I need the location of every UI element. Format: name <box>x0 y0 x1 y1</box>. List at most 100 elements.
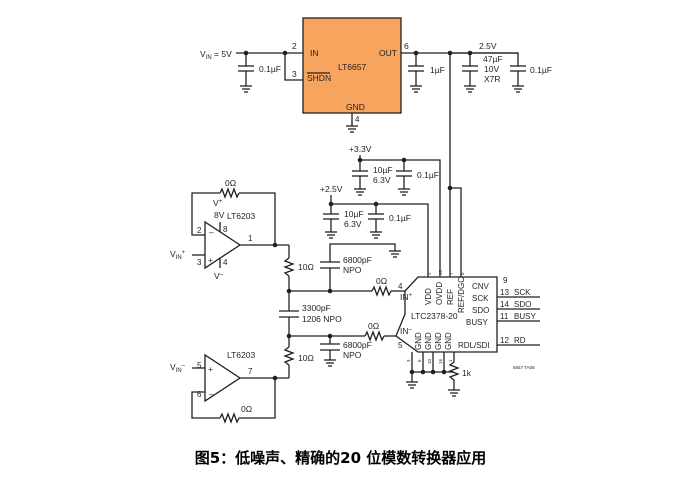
filter-c-top-type: NPO <box>343 265 362 275</box>
out-cap-47uf-rating: 10V <box>484 64 499 74</box>
opamp-top-supply: 8V <box>214 210 225 220</box>
opamp-top-pin3: 3 <box>197 258 202 267</box>
adc-signal-sdo: SDO <box>514 300 531 309</box>
opamp-top-part: LT6203 <box>227 211 255 221</box>
adc-pin-num-8: 8 <box>460 272 465 275</box>
adc-pin-rdlsdi: RDL/SDI <box>458 341 490 350</box>
adc-pin-num-15: 15 <box>438 269 443 275</box>
ldo-pin-3: 3 <box>292 69 297 79</box>
adc-pin-num-11: 11 <box>500 312 509 321</box>
vin-minus-label: VIN– <box>170 362 186 374</box>
adc-pin-refdgc: REF/DGC <box>457 277 466 313</box>
out-cap-1uf: 1µF <box>430 65 445 75</box>
adc-in-minus: IN– <box>400 326 413 336</box>
adc-in-plus: IN+ <box>400 292 413 302</box>
adc-pin-num-9: 9 <box>503 276 508 285</box>
adc-pin-sck: SCK <box>472 294 489 303</box>
vin-plus-label: VIN+ <box>170 249 186 261</box>
supply-33-cap1-rating: 6.3V <box>373 175 391 185</box>
adc-pin-num-3: 3 <box>406 359 411 362</box>
adc-pin-busy: BUSY <box>466 318 488 327</box>
adc-pin-ref: REF <box>446 289 455 305</box>
adc-pin-num-7: 7 <box>449 272 454 275</box>
supply-33-label: +3.3V <box>349 144 372 154</box>
opamp-top-pin2: 2 <box>197 226 202 235</box>
adc-pin-num-14: 14 <box>500 300 509 309</box>
adc-part-label: LTC2378-20 <box>411 311 458 321</box>
adc-pin-num-2: 2 <box>427 272 432 275</box>
adc-signal-sck: SCK <box>514 288 531 297</box>
adc-pin-gnd-10: GND <box>434 332 443 350</box>
ldo-chip <box>302 17 402 114</box>
ldo-pin-shdn-label: SHDN <box>307 73 331 83</box>
ldo-part-label: LT6657 <box>338 62 366 72</box>
supply-25-cap2: 0.1µF <box>389 213 411 223</box>
opamp-top <box>204 220 242 270</box>
vin-cap-label: 0.1µF <box>259 64 281 74</box>
opamp-bottom-pin7: 7 <box>248 367 253 376</box>
out-cap-47uf: 47µF <box>483 54 503 64</box>
svg-text:–: – <box>209 389 214 399</box>
svg-text:+: + <box>208 364 213 374</box>
adc-pin-cnv: CNV <box>472 282 490 291</box>
ldo-pin-4: 4 <box>355 115 360 124</box>
adc-signal-busy: BUSY <box>514 312 536 321</box>
ldo-pin-gnd-label: GND <box>346 102 365 112</box>
opamp-bottom-feedback-r: 0Ω <box>241 404 252 414</box>
opamp-top-pin4: 4 <box>223 258 228 267</box>
filter-c-bottom-type: NPO <box>343 350 362 360</box>
filter-r-inp: 0Ω <box>376 276 387 286</box>
filter-r-bottom: 10Ω <box>298 353 314 363</box>
svg-text:+: + <box>208 255 213 265</box>
supply-25-cap1-rating: 6.3V <box>344 219 362 229</box>
ldo-pin-6: 6 <box>404 41 409 51</box>
opamp-top-vplus: V+ <box>213 198 223 208</box>
adc-signal-rd: RD <box>514 336 526 345</box>
supply-25-label: +2.5V <box>320 184 343 194</box>
supply-25-cap1: 10µF <box>344 209 364 219</box>
ldo-pin-out-label: OUT <box>379 48 397 58</box>
adc-pin-vdd: VDD <box>424 288 433 305</box>
opamp-bottom <box>204 353 242 403</box>
vin-label: VIN = 5V <box>200 49 232 61</box>
opamp-top-feedback-r: 0Ω <box>225 178 236 188</box>
supply-33-cap1: 10µF <box>373 165 393 175</box>
opamp-bottom-pin6: 6 <box>197 390 202 399</box>
adc-pulldown-r: 1k <box>462 368 472 378</box>
opamp-top-pin8: 8 <box>223 225 228 234</box>
adc-pin-gnd-6: GND <box>424 332 433 350</box>
ldo-pin-in-label: IN <box>310 48 319 58</box>
out-cap-01uf: 0.1µF <box>530 65 552 75</box>
out-cap-47uf-type: X7R <box>484 74 501 84</box>
adc-pin-4: 4 <box>398 282 403 291</box>
filter-c-diff-type: 1206 NPO <box>302 314 342 324</box>
adc-pin-5: 5 <box>398 341 403 350</box>
filter-c-bottom: 6800pF <box>343 340 372 350</box>
adc-pin-num-1: 1 <box>448 359 453 362</box>
adc-pin-num-10: 10 <box>427 358 432 364</box>
adc-chip <box>395 276 498 353</box>
opamp-bottom-part: LT6203 <box>227 350 255 360</box>
adc-pin-sdo: SDO <box>472 306 489 315</box>
filter-c-top: 6800pF <box>343 255 372 265</box>
adc-pin-num-6: 6 <box>417 359 422 362</box>
figure-caption: 图5：低噪声、精确的20 位模数转换器应用 <box>194 449 487 467</box>
adc-pin-num-12: 12 <box>500 336 509 345</box>
filter-r-top: 10Ω <box>298 262 314 272</box>
filter-c-diff: 3300pF <box>302 303 331 313</box>
opamp-top-pin1: 1 <box>248 234 253 243</box>
adc-pin-ovdd: OVDD <box>435 282 444 305</box>
filter-r-inn: 0Ω <box>368 321 379 331</box>
adc-pin-num-16: 16 <box>438 358 443 364</box>
adc-pin-gnd-16: GND <box>444 332 453 350</box>
supply-33-cap2: 0.1µF <box>417 170 439 180</box>
adc-pin-num-13: 13 <box>500 288 509 297</box>
output-rail-voltage: 2.5V <box>479 41 497 51</box>
opamp-bottom-pin5: 5 <box>197 361 202 370</box>
opamp-top-vminus: V– <box>214 271 224 281</box>
svg-text:–: – <box>209 227 214 237</box>
ldo-pin-2: 2 <box>292 41 297 51</box>
adc-pin-gnd-3: GND <box>414 332 423 350</box>
figure-code: 6657 TA08 <box>513 365 535 370</box>
